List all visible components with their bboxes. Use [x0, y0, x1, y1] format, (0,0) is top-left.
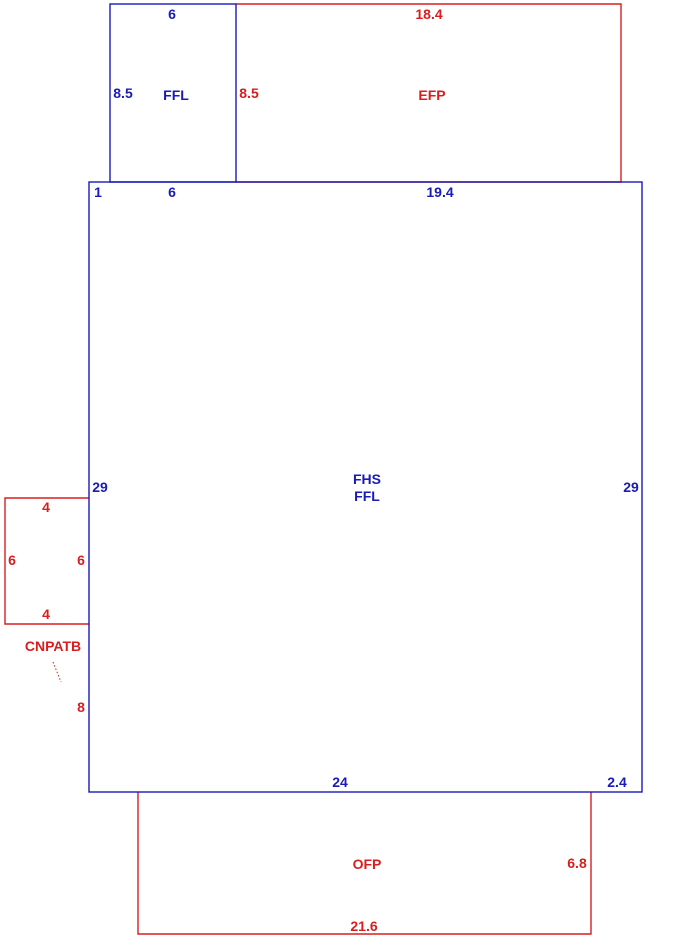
ffl-top-dim-top: 6	[168, 6, 176, 22]
efp-dim-left: 8.5	[239, 85, 259, 101]
main-dim-bottom-right: 2.4	[607, 774, 627, 790]
main-dim-top-segment: 6	[168, 184, 176, 200]
ffl-top-code: FFL	[163, 87, 189, 103]
cnpatb-outline	[4, 497, 89, 625]
main-code-line1: FHS	[353, 471, 381, 487]
cnpatb-dim-top: 4	[42, 499, 50, 515]
main-dim-bottom: 24	[332, 774, 348, 790]
main-dim-right: 29	[623, 479, 639, 495]
cnpatb-dim-below: 8	[77, 699, 85, 715]
ofp-dim-bottom: 21.6	[350, 918, 377, 934]
cnpatb-dim-bottom: 4	[42, 606, 50, 622]
main-code-line2: FFL	[354, 488, 380, 504]
main-dim-left: 29	[92, 479, 108, 495]
ofp-code: OFP	[353, 856, 382, 872]
ofp-outline	[137, 792, 592, 935]
cnpatb-dim-left: 6	[8, 552, 16, 568]
main-dim-top-remaining: 19.4	[426, 184, 453, 200]
efp-dim-top: 18.4	[415, 6, 442, 22]
cnpatb-dim-right: 6	[77, 552, 85, 568]
cnpatb-leader-line	[52, 661, 62, 683]
ffl-top-dim-left: 8.5	[113, 85, 133, 101]
efp-code: EFP	[418, 87, 445, 103]
main-area-outline	[88, 181, 643, 793]
main-dim-corner: 1	[94, 184, 102, 200]
ofp-dim-right: 6.8	[567, 855, 587, 871]
cnpatb-code: CNPATB	[25, 638, 81, 654]
